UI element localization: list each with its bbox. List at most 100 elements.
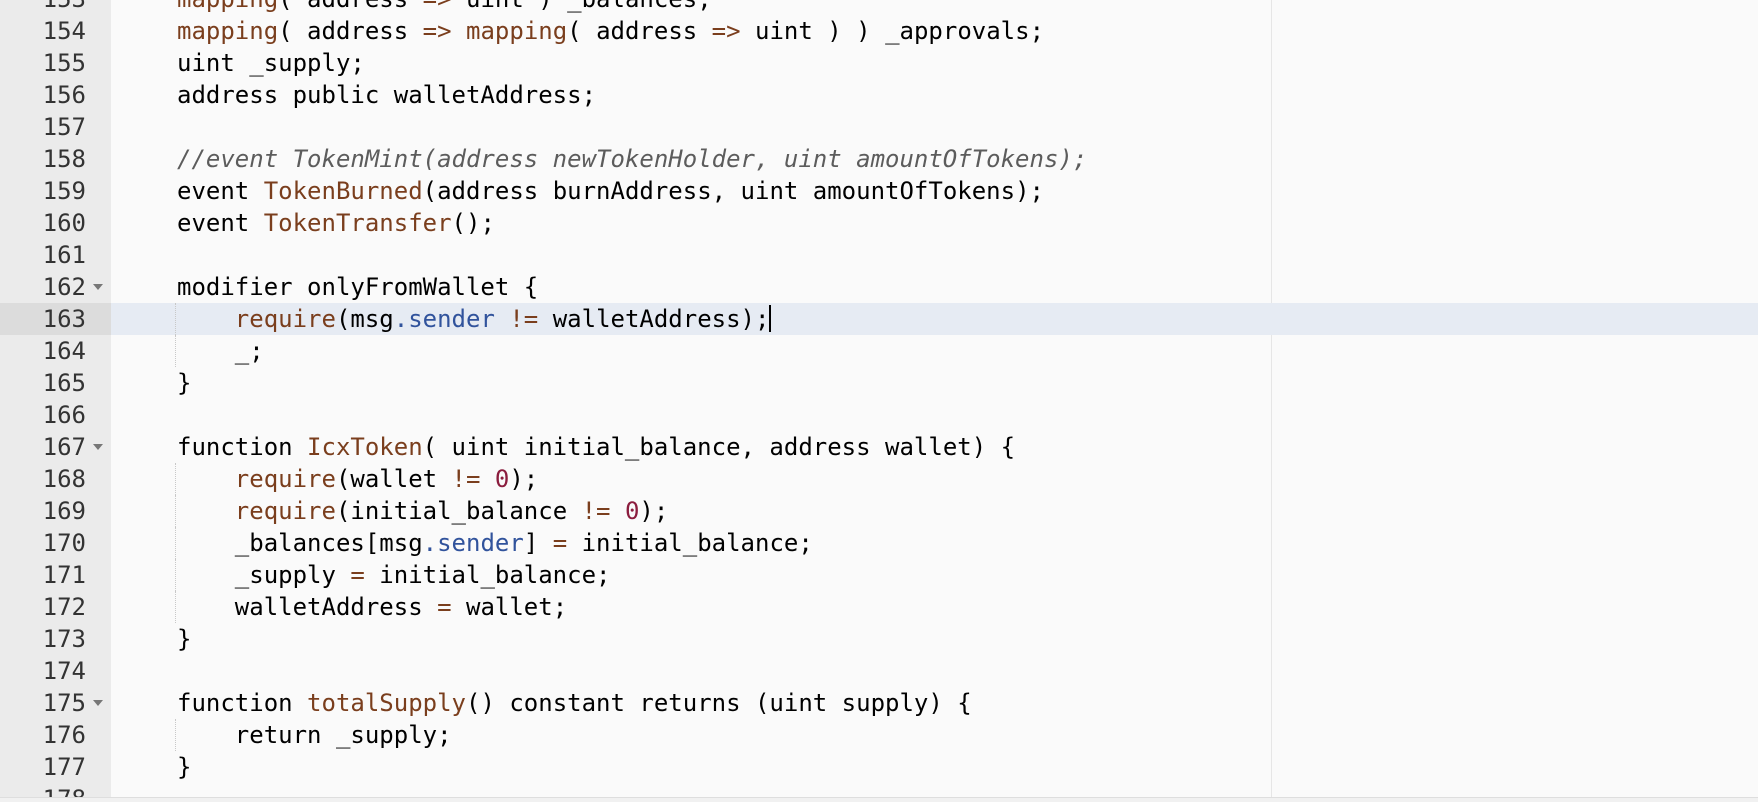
- code-token: function: [177, 689, 308, 717]
- gutter-cell[interactable]: 171: [0, 559, 111, 591]
- code-line[interactable]: 153 mapping( address => uint ) _balances;: [0, 0, 1758, 15]
- gutter-cell[interactable]: 169: [0, 495, 111, 527]
- code-text[interactable]: //event TokenMint(address newTokenHolder…: [177, 143, 1087, 175]
- code-token: require: [234, 305, 336, 333]
- code-text[interactable]: function totalSupply() constant returns …: [177, 687, 972, 719]
- code-text[interactable]: _balances[msg.sender] = initial_balance;: [177, 527, 813, 559]
- gutter-cell[interactable]: 157: [0, 111, 111, 143]
- gutter-cell[interactable]: 162: [0, 271, 111, 303]
- code-text[interactable]: }: [177, 367, 191, 399]
- gutter-cell[interactable]: 173: [0, 623, 111, 655]
- gutter-cell[interactable]: 158: [0, 143, 111, 175]
- gutter-cell[interactable]: 175: [0, 687, 111, 719]
- code-token: !=: [451, 465, 481, 493]
- code-text[interactable]: event TokenTransfer();: [177, 207, 495, 239]
- gutter-cell[interactable]: 160: [0, 207, 111, 239]
- line-number: 164: [42, 337, 86, 365]
- code-token: modifier onlyFromWallet {: [177, 273, 539, 301]
- line-number-gutter[interactable]: [0, 0, 111, 802]
- gutter-cell[interactable]: 168: [0, 463, 111, 495]
- code-line[interactable]: 175 function totalSupply() constant retur…: [0, 687, 1758, 719]
- code-line[interactable]: 173}: [0, 623, 1758, 655]
- code-line[interactable]: 172 walletAddress = wallet;: [0, 591, 1758, 623]
- indent-guide: [175, 335, 176, 367]
- code-line[interactable]: 174: [0, 655, 1758, 687]
- code-line[interactable]: 168 require(wallet != 0);: [0, 463, 1758, 495]
- code-line[interactable]: 169 require(initial_balance != 0);: [0, 495, 1758, 527]
- code-line[interactable]: 159 event TokenBurned(address burnAddress…: [0, 175, 1758, 207]
- code-token: (msg: [335, 305, 394, 333]
- code-line[interactable]: 156 address public walletAddress;: [0, 79, 1758, 111]
- gutter-cell[interactable]: 165: [0, 367, 111, 399]
- code-text[interactable]: }: [177, 623, 191, 655]
- fold-arrow-icon[interactable]: [93, 700, 103, 706]
- code-text[interactable]: _supply = initial_balance;: [177, 559, 611, 591]
- gutter-cell[interactable]: 172: [0, 591, 111, 623]
- code-line-active[interactable]: 163 require(msg.sender != walletAddress)…: [0, 303, 1758, 335]
- code-line[interactable]: 166: [0, 399, 1758, 431]
- line-number: 175: [42, 689, 86, 717]
- gutter-cell[interactable]: 156: [0, 79, 111, 111]
- code-line[interactable]: 160 event TokenTransfer();: [0, 207, 1758, 239]
- code-text[interactable]: address public walletAddress;: [177, 79, 596, 111]
- code-token: }: [177, 753, 192, 781]
- fold-arrow-icon[interactable]: [93, 444, 103, 450]
- code-token: walletAddress);: [538, 305, 770, 333]
- code-text[interactable]: walletAddress = wallet;: [177, 591, 567, 623]
- code-line[interactable]: 171 _supply = initial_balance;: [0, 559, 1758, 591]
- code-text[interactable]: event TokenBurned(address burnAddress, u…: [177, 175, 1044, 207]
- line-number: 174: [42, 657, 86, 685]
- gutter-cell[interactable]: 170: [0, 527, 111, 559]
- code-text[interactable]: mapping( address => uint ) _balances;: [177, 0, 712, 15]
- gutter-cell[interactable]: 177: [0, 751, 111, 783]
- code-text[interactable]: return _supply;: [177, 719, 452, 751]
- code-text[interactable]: }: [177, 751, 191, 783]
- gutter-cell[interactable]: 174: [0, 655, 111, 687]
- gutter-cell[interactable]: 176: [0, 719, 111, 751]
- code-token: wallet;: [451, 593, 568, 621]
- line-number: 161: [42, 241, 86, 269]
- code-line[interactable]: 165}: [0, 367, 1758, 399]
- code-line[interactable]: 170 _balances[msg.sender] = initial_bala…: [0, 527, 1758, 559]
- line-number: 153: [43, 0, 86, 15]
- code-line[interactable]: 164 _;: [0, 335, 1758, 367]
- code-text[interactable]: require(msg.sender != walletAddress);: [177, 303, 772, 335]
- code-text[interactable]: require(wallet != 0);: [177, 463, 538, 495]
- code-token: 0: [494, 465, 510, 493]
- code-line[interactable]: 177}: [0, 751, 1758, 783]
- gutter-cell[interactable]: 166: [0, 399, 111, 431]
- line-number: 166: [42, 401, 86, 429]
- gutter-cell[interactable]: 159: [0, 175, 111, 207]
- code-line[interactable]: 167 function IcxToken( uint initial_balan…: [0, 431, 1758, 463]
- code-token: ( address: [278, 17, 423, 45]
- code-line[interactable]: 154 mapping( address => mapping( address …: [0, 15, 1758, 47]
- gutter-cell[interactable]: 154: [0, 15, 111, 47]
- code-line[interactable]: 176 return _supply;: [0, 719, 1758, 751]
- line-number: 162: [42, 273, 86, 301]
- code-text[interactable]: _;: [177, 335, 264, 367]
- gutter-cell[interactable]: 163: [0, 303, 111, 335]
- gutter-cell[interactable]: 153: [0, 0, 111, 15]
- line-number: 154: [42, 17, 86, 45]
- code-text[interactable]: mapping( address => mapping( address => …: [177, 15, 1044, 47]
- code-line[interactable]: 162 modifier onlyFromWallet {: [0, 271, 1758, 303]
- fold-arrow-icon[interactable]: [93, 284, 103, 290]
- code-token: [452, 17, 466, 45]
- code-line[interactable]: 161: [0, 239, 1758, 271]
- code-text[interactable]: require(initial_balance != 0);: [177, 495, 669, 527]
- code-token: [177, 465, 235, 493]
- code-token: walletAddress: [177, 593, 438, 621]
- code-line[interactable]: 157: [0, 111, 1758, 143]
- gutter-cell[interactable]: 155: [0, 47, 111, 79]
- code-line[interactable]: 158 //event TokenMint(address newTokenHol…: [0, 143, 1758, 175]
- indent-guide: [175, 463, 176, 495]
- code-text[interactable]: modifier onlyFromWallet {: [177, 271, 538, 303]
- gutter-cell[interactable]: 161: [0, 239, 111, 271]
- gutter-cell[interactable]: 167: [0, 431, 111, 463]
- code-text[interactable]: uint _supply;: [177, 47, 365, 79]
- code-text[interactable]: function IcxToken( uint initial_balance,…: [177, 431, 1015, 463]
- gutter-cell[interactable]: 164: [0, 335, 111, 367]
- code-line[interactable]: 155 uint _supply;: [0, 47, 1758, 79]
